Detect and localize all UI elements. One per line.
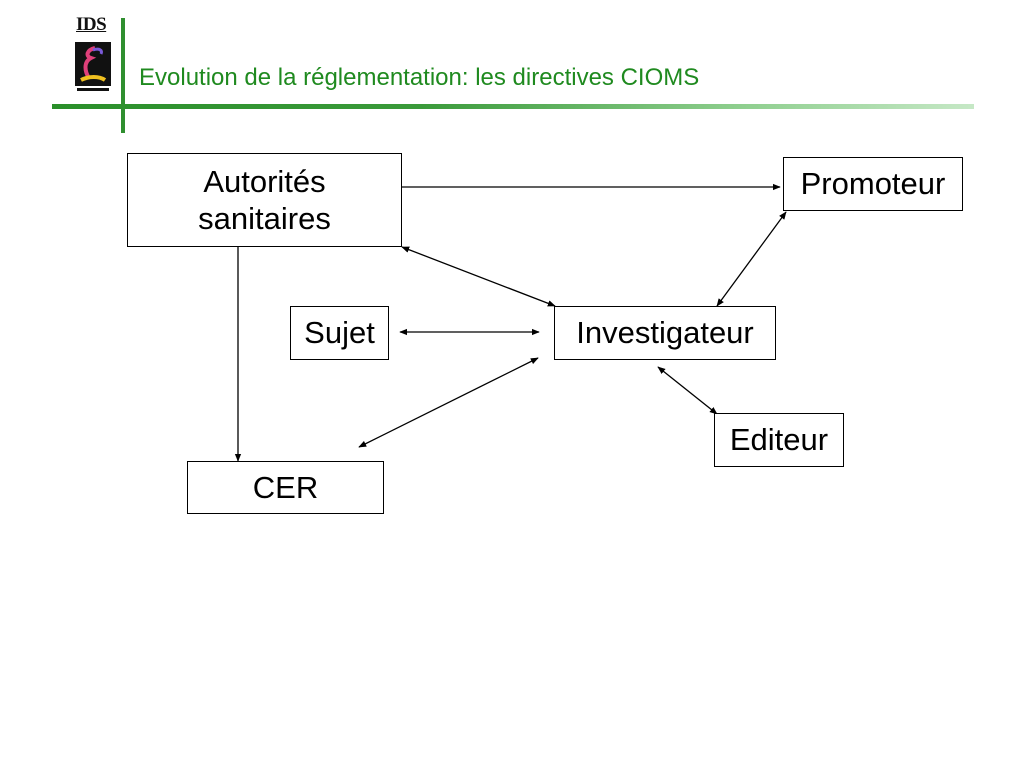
node-autorites-line2: sanitaires <box>198 201 331 236</box>
node-investigateur: Investigateur <box>554 306 776 360</box>
edge-promoteur-investigateur <box>716 211 787 307</box>
node-cer-label: CER <box>252 469 319 505</box>
node-sujet: Sujet <box>290 306 389 360</box>
node-sujet-label: Sujet <box>304 315 375 351</box>
node-promoteur: Promoteur <box>783 157 963 211</box>
logo-text: IDS <box>76 14 107 35</box>
slide-title: Evolution de la réglementation: les dire… <box>139 64 700 91</box>
node-autorites-sanitaires: Autorités sanitaires <box>127 153 402 247</box>
node-promoteur-label: Promoteur <box>800 166 946 202</box>
node-editeur-label: Editeur <box>729 422 829 458</box>
node-editeur: Editeur <box>714 413 844 467</box>
ids-logo-icon <box>75 42 111 91</box>
header-horizontal-rule <box>52 104 974 109</box>
edge-investigateur-cer <box>358 357 539 448</box>
edge-investigateur-editeur <box>657 366 718 415</box>
edge-autorites-investigateur <box>401 246 556 307</box>
node-autorites-line1: Autorités <box>203 163 326 199</box>
header-vertical-rule <box>121 18 125 133</box>
node-investigateur-label: Investigateur <box>576 315 754 351</box>
node-cer: CER <box>187 461 384 514</box>
